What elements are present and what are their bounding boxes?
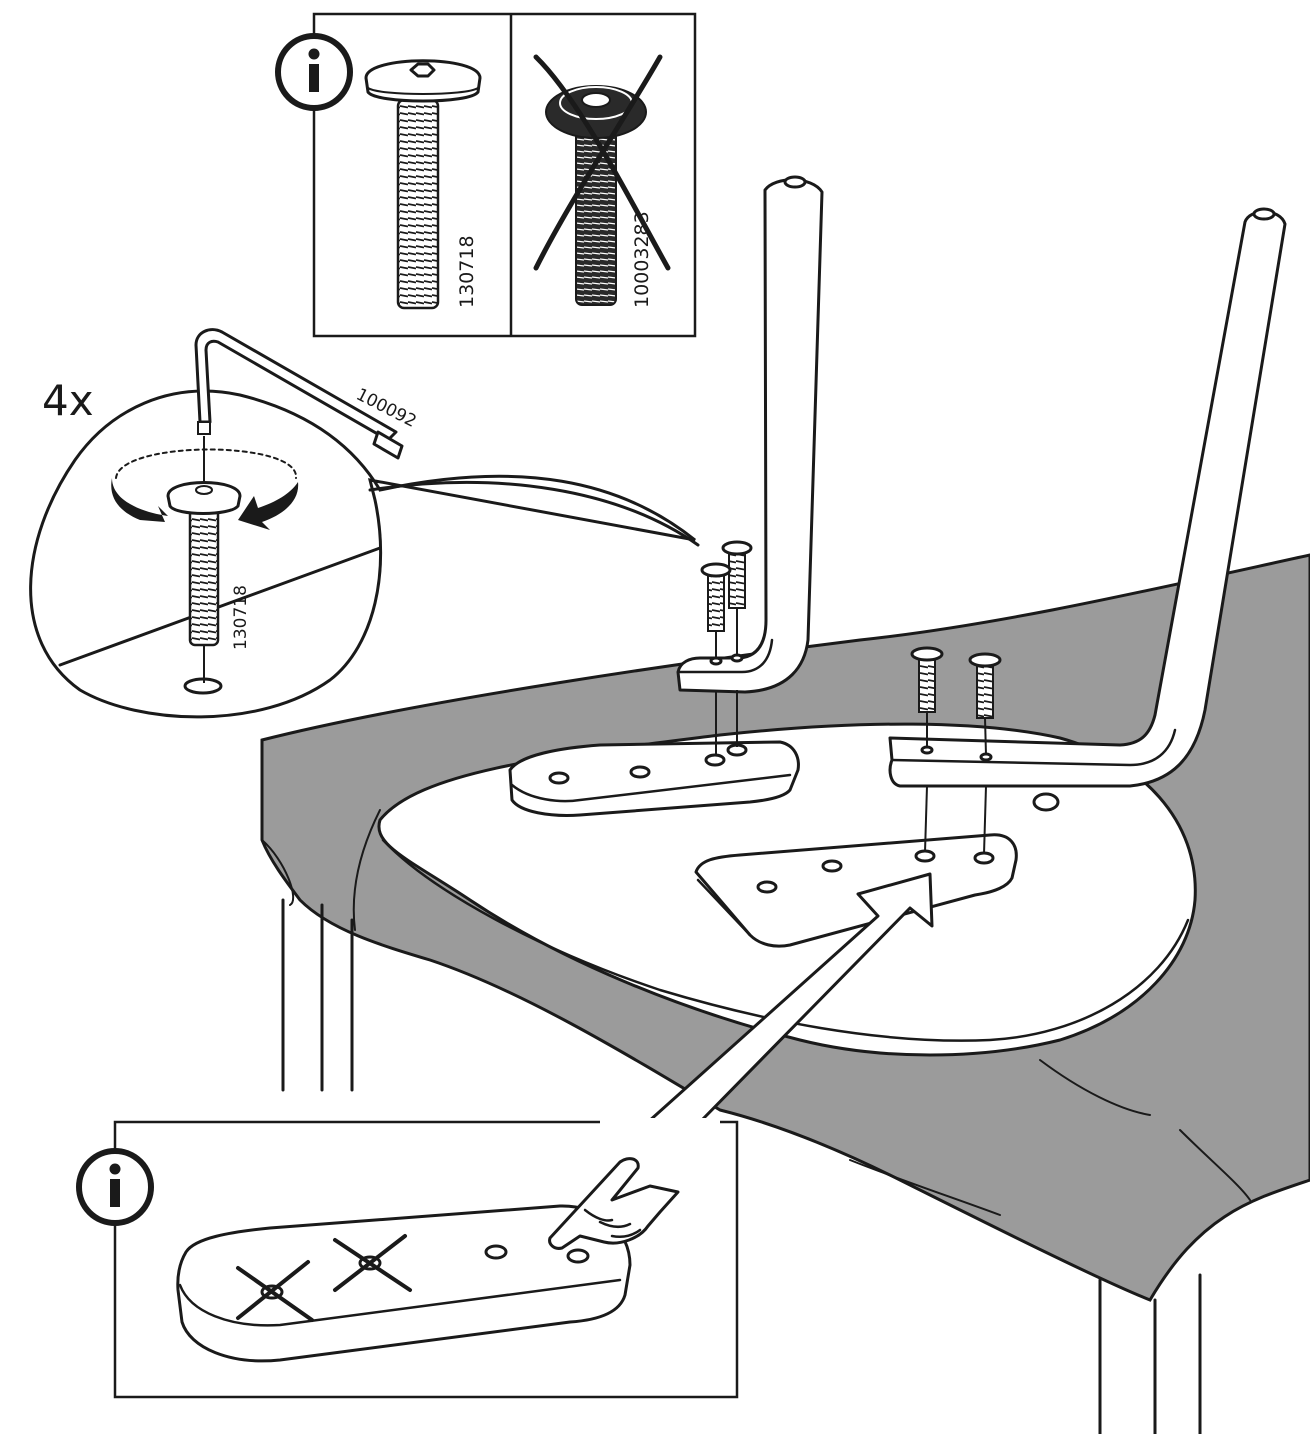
wrong-screw-part-number: 10003283 <box>631 211 653 308</box>
screw-info-panel: 130718 10003283 <box>312 12 697 338</box>
table-legs-left <box>281 898 354 1092</box>
table-legs-right <box>1098 1273 1202 1434</box>
pointer-arrow <box>646 872 934 1124</box>
info-icon <box>275 33 353 111</box>
mount-pad-right <box>694 833 1018 948</box>
pointing-hand-icon <box>548 1157 680 1250</box>
cross-mark-icon <box>236 1234 412 1322</box>
chair-leg-right <box>888 207 1287 812</box>
pad-orientation-panel <box>113 1118 739 1399</box>
quantity-label: 4x <box>42 376 94 425</box>
detail-zoom-circle <box>29 389 700 719</box>
info-icon <box>76 1148 154 1226</box>
alignment-lines <box>715 608 987 855</box>
chair-leg-left <box>676 175 824 694</box>
mount-pad-left <box>508 740 800 817</box>
cross-mark-icon <box>533 54 671 271</box>
detail-screw-part-number: 130718 <box>231 585 251 650</box>
detail-screw <box>166 436 242 683</box>
rotate-arrows-icon <box>111 448 299 530</box>
screws-left-leg <box>700 540 753 632</box>
allen-key-icon <box>194 328 404 460</box>
correct-screw <box>364 59 482 310</box>
correct-screw-part-number: 130718 <box>456 235 478 308</box>
screws-right-leg <box>910 646 1002 719</box>
